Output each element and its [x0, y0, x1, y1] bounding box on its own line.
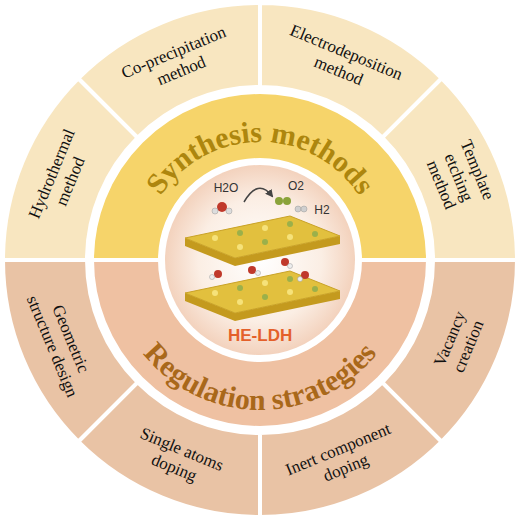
band-title: Regulation strategies — [138, 335, 382, 416]
reaction-arrow — [244, 188, 272, 202]
core-label: HE-LDH — [228, 326, 292, 346]
interlayer-molecules — [210, 258, 310, 282]
reaction-molecules — [212, 197, 307, 214]
molecule-label: H2 — [314, 203, 329, 217]
molecule-label: H2O — [214, 181, 239, 195]
method-sector: Vacancy creation — [379, 257, 520, 445]
sector-fill — [78, 382, 260, 517]
ldh-top-slab — [185, 216, 340, 266]
sector-fill — [382, 260, 517, 442]
core-disc — [165, 165, 355, 355]
molecule-label: O2 — [288, 179, 304, 193]
ldh-bottom-slab — [185, 271, 340, 321]
method-sector: Single atoms doping — [75, 379, 263, 519]
